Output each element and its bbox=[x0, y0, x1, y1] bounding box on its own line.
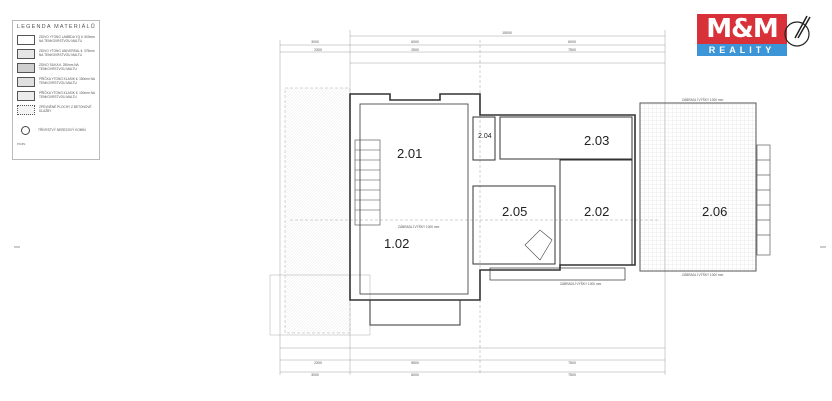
legend-item-label: ZDIVO YTONG LAMBDA YQ tl. 500mm NA TENKO… bbox=[39, 35, 95, 43]
dim-label: 6000 bbox=[568, 40, 576, 44]
legend-title: LEGENDA MATERIÁLŮ bbox=[17, 24, 96, 30]
dim-label: 7500 bbox=[568, 361, 576, 365]
mm-reality-logo: M&M REALITY bbox=[697, 14, 817, 60]
room-2-03: 2.03 bbox=[584, 133, 610, 148]
legend-item-label: ZDIVO YTONG UNIVERSAL tl. 375mm NA TENKO… bbox=[39, 49, 95, 57]
walls bbox=[349, 93, 636, 326]
legend-swatch bbox=[17, 91, 35, 101]
dim-label: 5500 bbox=[411, 361, 419, 365]
legend-swatch bbox=[17, 105, 35, 115]
dim-label: 6000 bbox=[411, 373, 419, 377]
room-2-04: 2.04 bbox=[478, 133, 492, 140]
terrace-2-06 bbox=[639, 102, 757, 272]
legend-swatch bbox=[17, 35, 35, 45]
dim-label: 2300 bbox=[314, 361, 322, 365]
legend-item-label: PŘÍČKA YTONG KLASIK tl. 100mm NA TENKOVR… bbox=[39, 91, 95, 99]
logo-top: M&M bbox=[697, 14, 787, 44]
room-2-06: 2.06 bbox=[702, 204, 728, 219]
dim-label: 2300 bbox=[314, 48, 322, 52]
left-hatched-area bbox=[284, 87, 351, 334]
dim-label: 15000 bbox=[502, 31, 512, 35]
dim-label: 3000 bbox=[311, 40, 319, 44]
legend-item-label: PŘÍČKA YTONG KLASIK tl. 150mm NA TENKOVR… bbox=[39, 77, 95, 85]
materials-legend: LEGENDA MATERIÁLŮ ZDIVO YTONG LAMBDA YQ … bbox=[12, 20, 100, 160]
dim-label: 6000 bbox=[411, 40, 419, 44]
chimney-icon bbox=[21, 126, 30, 135]
room-2-01: 2.01 bbox=[397, 146, 423, 161]
legend-item: ZDIVO YTONG UNIVERSAL tl. 375mm NA TENKO… bbox=[17, 49, 99, 59]
staircase bbox=[354, 139, 771, 256]
legend-chimney: TŘÍVRSTVÝ NEREZOVÝ KOMÍN bbox=[17, 126, 98, 135]
logo-bottom: REALITY bbox=[697, 44, 787, 56]
legend-note-title: POZN. bbox=[17, 142, 27, 146]
legend-swatch bbox=[17, 49, 35, 59]
legend-chimney-label: TŘÍVRSTVÝ NEREZOVÝ KOMÍN bbox=[38, 127, 86, 132]
room-1-02: 1.02 bbox=[384, 236, 410, 251]
railing-label: ZÁBRADLÍ VÝŠKY 1000 mm bbox=[682, 273, 724, 277]
legend-item: ZDIVO YTONG LAMBDA YQ tl. 500mm NA TENKO… bbox=[17, 35, 99, 45]
railing-label: ZÁBRADLÍ VÝŠKY 1000 mm bbox=[560, 282, 602, 286]
railing-label: ZÁBRADLÍ VÝŠKY 1000 mm bbox=[682, 98, 724, 102]
legend-swatch bbox=[17, 63, 35, 73]
logo-compass-icon bbox=[784, 15, 811, 47]
dim-label: 7500 bbox=[568, 48, 576, 52]
legend-item: ZPEVNĚNÉ PLOCHY Z BETONOVÉ DLAŽBY bbox=[17, 105, 99, 115]
legend-item: ZDIVO SILKA tl. 250mm NA TENKOVRSTVOU MA… bbox=[17, 63, 99, 73]
legend-item: PŘÍČKA YTONG KLASIK tl. 150mm NA TENKOVR… bbox=[17, 77, 99, 87]
dim-label: 3000 bbox=[311, 373, 319, 377]
bathtub bbox=[524, 229, 553, 261]
legend-item-label: ZPEVNĚNÉ PLOCHY Z BETONOVÉ DLAŽBY bbox=[39, 105, 92, 113]
room-2-05: 2.05 bbox=[502, 204, 528, 219]
legend-item-label: ZDIVO SILKA tl. 250mm NA TENKOVRSTVOU MA… bbox=[39, 63, 79, 71]
legend-item: PŘÍČKA YTONG KLASIK tl. 100mm NA TENKOVR… bbox=[17, 91, 99, 101]
dim-label: 7500 bbox=[568, 373, 576, 377]
room-2-02: 2.02 bbox=[584, 204, 610, 219]
legend-swatch bbox=[17, 77, 35, 87]
railing-label: ZÁBRADLÍ VÝŠKY 1000 mm bbox=[398, 225, 440, 229]
dim-label: 2500 bbox=[411, 48, 419, 52]
